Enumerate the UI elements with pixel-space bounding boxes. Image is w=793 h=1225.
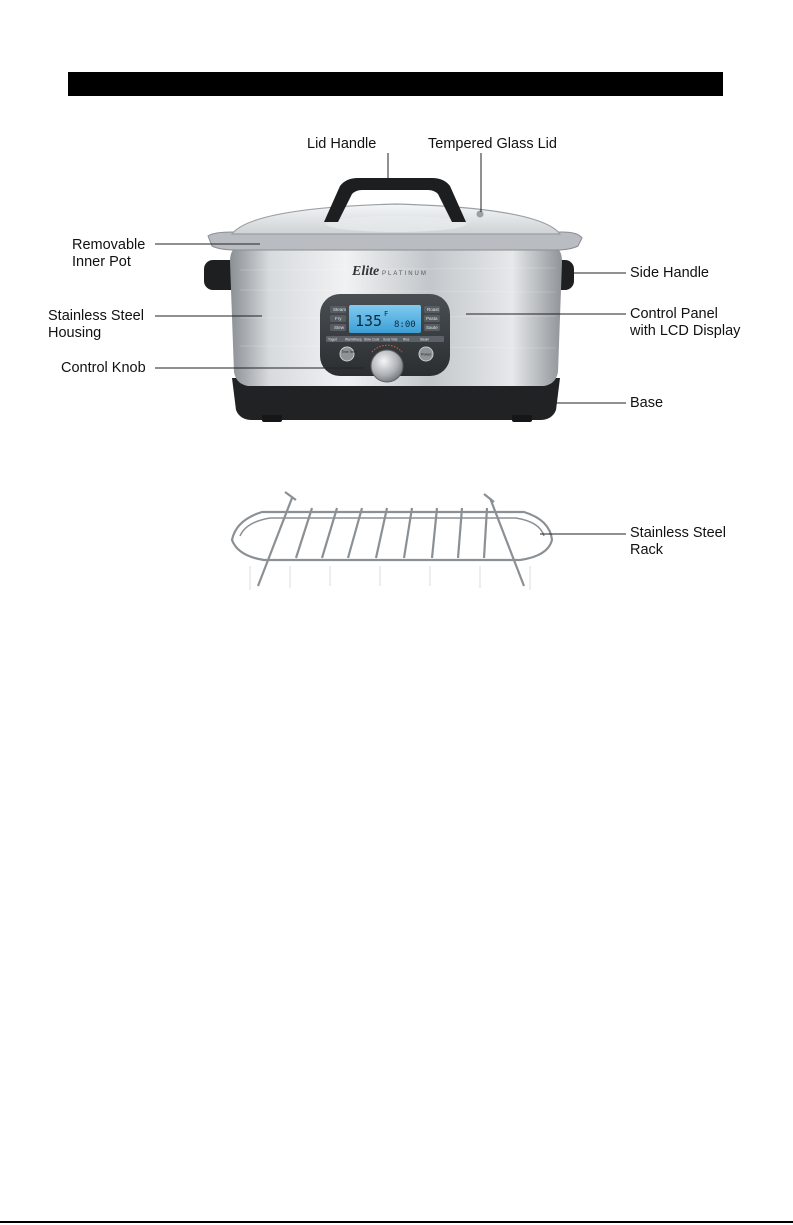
svg-text:Rice: Rice bbox=[403, 338, 410, 342]
panel-right-buttons: Roast Pasta Saute bbox=[424, 306, 440, 331]
inner-pot-rim bbox=[208, 232, 582, 250]
svg-text:Roast: Roast bbox=[427, 307, 440, 312]
time-temp-label: Time Temp bbox=[342, 350, 358, 354]
svg-text:Yogurt: Yogurt bbox=[328, 338, 337, 342]
lcd-temperature-unit: F bbox=[384, 310, 388, 318]
svg-text:Fry: Fry bbox=[335, 316, 342, 321]
label-control-knob: Control Knob bbox=[61, 360, 146, 377]
label-removable-inner-pot: Removable Inner Pot bbox=[72, 237, 145, 271]
label-tempered-glass-lid: Tempered Glass Lid bbox=[428, 136, 557, 153]
label-side-handle: Side Handle bbox=[630, 265, 709, 282]
power-label: Power bbox=[421, 353, 432, 357]
svg-text:Pasta: Pasta bbox=[426, 316, 438, 321]
lcd-time: 8:00 bbox=[394, 320, 416, 330]
label-lid-handle: Lid Handle bbox=[307, 136, 376, 153]
rack-reflection bbox=[250, 566, 530, 590]
panel-left-buttons: Steam Fry Stew bbox=[330, 306, 346, 331]
svg-text:Steam: Steam bbox=[420, 338, 430, 342]
label-control-panel: Control Panel with LCD Display bbox=[630, 306, 740, 340]
stainless-steel-rack bbox=[232, 492, 552, 586]
svg-text:Slow Cook: Slow Cook bbox=[364, 338, 380, 342]
label-base: Base bbox=[630, 395, 663, 412]
lcd-temperature: 135 bbox=[355, 312, 382, 330]
control-knob[interactable] bbox=[371, 350, 403, 382]
svg-text:Sous Vide: Sous Vide bbox=[383, 338, 398, 342]
brand-logo: Elite bbox=[351, 264, 379, 279]
svg-text:Warm/Keep: Warm/Keep bbox=[345, 338, 362, 342]
label-stainless-steel-rack: Stainless Steel Rack bbox=[630, 525, 726, 559]
svg-text:Stew: Stew bbox=[334, 325, 345, 330]
label-stainless-steel-housing: Stainless Steel Housing bbox=[48, 308, 144, 342]
svg-text:Saute: Saute bbox=[426, 325, 438, 330]
page-bottom-rule bbox=[0, 1221, 793, 1223]
svg-text:Steam: Steam bbox=[333, 307, 346, 312]
brand-sub: PLATINUM bbox=[382, 271, 428, 277]
